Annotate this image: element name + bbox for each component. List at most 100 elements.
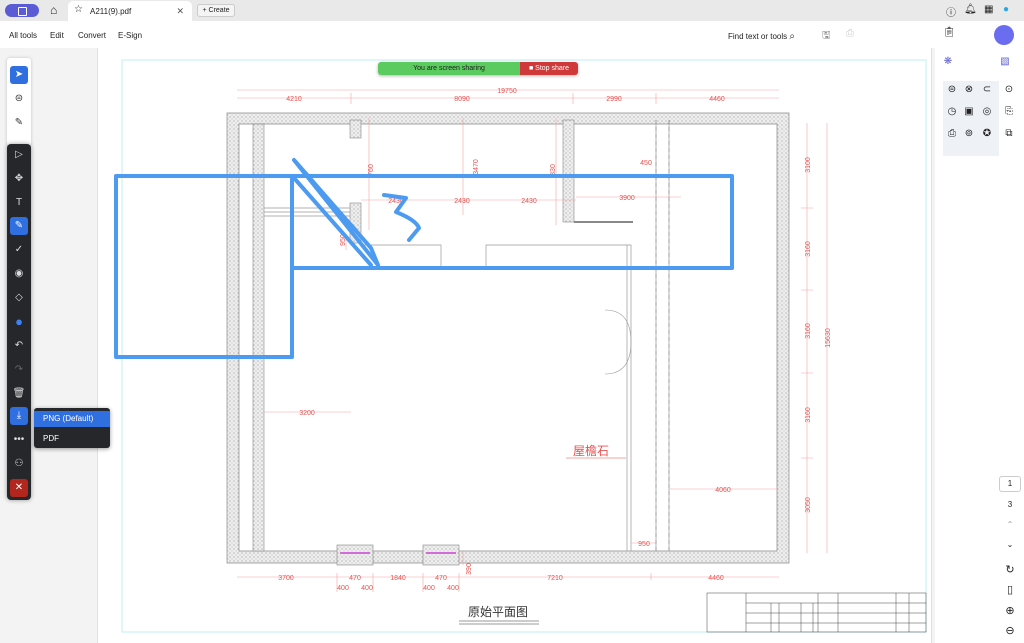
more-icon[interactable]: ••• [13, 434, 25, 445]
tool-grid [943, 81, 999, 156]
export-format-menu: PNG (Default) PDF [34, 408, 110, 448]
dim-label: 4460 [708, 575, 724, 582]
chat-icon[interactable]: ⊙ [1004, 84, 1014, 95]
sign-icon[interactable]: ✪ [982, 128, 992, 139]
page-total: 3 [1007, 500, 1013, 509]
print-icon[interactable]: ⎙ [846, 28, 854, 39]
menu-all-tools[interactable]: All tools [9, 31, 38, 40]
download-icon[interactable]: ⤓ [10, 407, 28, 425]
text-icon[interactable]: T [15, 197, 23, 208]
user-settings-icon[interactable]: ⚇ [14, 458, 24, 469]
save-icon[interactable]: 🖫︎ [822, 30, 831, 41]
home-icon[interactable]: ⌂ [50, 3, 58, 17]
dim-label: 3160 [805, 407, 812, 423]
dim-label: 470 [435, 575, 447, 582]
rotate-icon[interactable]: ↻ [1005, 564, 1015, 576]
floor-plan-drawing: 19750 4210 8090 2990 4460 3100 3160 3160… [114, 59, 927, 633]
pointer-icon[interactable]: ▷ [15, 149, 23, 160]
close-icon[interactable]: ✕ [10, 479, 28, 497]
dim-label: 330 [550, 164, 557, 176]
menu-convert[interactable]: Convert [78, 31, 107, 40]
drawing-title: 原始平面图 [468, 605, 528, 619]
check-icon[interactable]: ✓ [14, 244, 24, 255]
find-button[interactable]: Find text or tools ⌕ [728, 31, 795, 42]
dim-label: 2430 [521, 198, 537, 205]
document-tab[interactable]: ☆ A211(9).pdf ✕ [68, 1, 192, 21]
menu-esign[interactable]: E-Sign [118, 31, 143, 40]
menu-item-pdf[interactable]: PDF [43, 434, 59, 443]
right-tools-panel: ❋ ▧ ⊜ ⊗ ⊂ ⊙ ◷ ▣ ◎ ⎘ ⎙ ⊚ ✪ ⧉ [935, 48, 1024, 643]
star-icon[interactable]: ☆ [74, 4, 83, 15]
dim-label: 950 [638, 541, 650, 548]
dim-label: 4060 [715, 487, 731, 494]
move-icon[interactable]: ✥ [14, 173, 24, 184]
generate-icon[interactable]: ▧ [1000, 56, 1010, 67]
page-number-input[interactable]: 1 [999, 476, 1021, 492]
menu-edit[interactable]: Edit [50, 31, 64, 40]
dim-label: 450 [640, 160, 652, 167]
apps-icon[interactable]: ▦ [984, 4, 994, 15]
menu-item-png[interactable]: PNG (Default) [34, 411, 110, 427]
print-tool-icon[interactable]: ⎙ [948, 128, 956, 139]
export-icon[interactable]: ⎘ [1005, 106, 1013, 117]
create-button[interactable]: + Create [197, 4, 235, 17]
close-tab-icon[interactable]: ✕ [176, 6, 184, 16]
clock-icon[interactable]: ◷ [947, 106, 957, 117]
bell-icon[interactable]: 🔔︎ [964, 4, 977, 15]
protect-icon[interactable]: ⊚ [964, 128, 974, 139]
sharing-status: You are screen sharing [378, 62, 520, 75]
clipboard-icon[interactable]: 📋︎ [943, 27, 956, 38]
pdf-page: 19750 4210 8090 2990 4460 3100 3160 3160… [97, 48, 932, 643]
dim-label: 15630 [825, 328, 832, 348]
dim-label: 1840 [390, 575, 406, 582]
color-picker-icon[interactable]: ● [15, 314, 23, 329]
link-icon[interactable]: ⊂ [982, 84, 992, 95]
scan-icon[interactable]: ◎ [982, 106, 992, 117]
cloud-icon[interactable]: ● [1003, 4, 1010, 15]
dim-label: 2430 [388, 198, 404, 205]
pen-icon[interactable]: ✎ [10, 217, 28, 235]
draw-toolbar: ▷ ✥ T ✎ ✓ ◉ ◇ ● ↶ ↷ 🗑︎ ⤓ ••• ⚇ ✕ [7, 144, 31, 500]
undo-icon[interactable]: ↶ [14, 340, 24, 351]
title-block [706, 592, 927, 633]
tab-title: A211(9).pdf [90, 7, 132, 16]
blue-ink-annotation [114, 158, 734, 359]
comment-icon[interactable]: ⊜ [947, 84, 957, 95]
eaves-label: 屋檐石 [573, 444, 609, 458]
annotation-toolbar-top: ➤ ⊜ ✎ [7, 58, 31, 146]
screen-share-bar: You are screen sharing ■ Stop share [378, 62, 578, 75]
select-tool-icon[interactable]: ➤ [10, 66, 28, 84]
ai-assistant-icon[interactable]: ❋ [943, 56, 953, 67]
zoom-in-icon[interactable]: ⊕ [1005, 605, 1015, 617]
dimension-labels: 19750 4210 8090 2990 4460 3100 3160 3160… [278, 88, 832, 592]
avatar[interactable] [994, 25, 1014, 45]
dim-label: 3470 [473, 159, 480, 175]
dim-label: 3100 [805, 157, 812, 173]
next-page-icon[interactable]: ⌄ [1006, 540, 1014, 549]
compare-icon[interactable]: ⧉ [1005, 128, 1013, 139]
tab-bar: ⌂ ☆ A211(9).pdf ✕ + Create ⓘ 🔔︎ ▦ ● [0, 0, 1024, 21]
zoom-out-icon[interactable]: ⊖ [1005, 625, 1015, 637]
search-icon: ⌕ [789, 31, 795, 42]
comment-tool-icon[interactable]: ⊜ [14, 93, 24, 104]
app-menu-button[interactable] [5, 4, 39, 17]
dim-label: 3200 [299, 410, 315, 417]
dim-label: 7210 [547, 575, 563, 582]
page-fit-icon[interactable]: ▯ [1006, 584, 1014, 596]
spotlight-icon[interactable]: ◉ [14, 268, 24, 279]
pages-icon[interactable]: ▣ [964, 106, 974, 117]
help-icon[interactable]: ⓘ [946, 8, 956, 19]
trash-icon[interactable]: 🗑︎ [12, 388, 26, 399]
prev-page-icon[interactable]: ⌃ [1006, 520, 1014, 529]
dim-label: 3050 [805, 497, 812, 513]
stamp-icon[interactable]: ⊗ [964, 84, 974, 95]
stop-share-button[interactable]: ■ Stop share [520, 62, 578, 75]
dim-label: 400 [361, 585, 373, 592]
highlight-tool-icon[interactable]: ✎ [14, 117, 24, 128]
eraser-icon[interactable]: ◇ [15, 292, 23, 303]
dim-label: 470 [349, 575, 361, 582]
dim-label: 8090 [454, 96, 470, 103]
dim-label: 19750 [497, 88, 517, 95]
walls [226, 112, 790, 566]
redo-icon[interactable]: ↷ [14, 364, 24, 375]
